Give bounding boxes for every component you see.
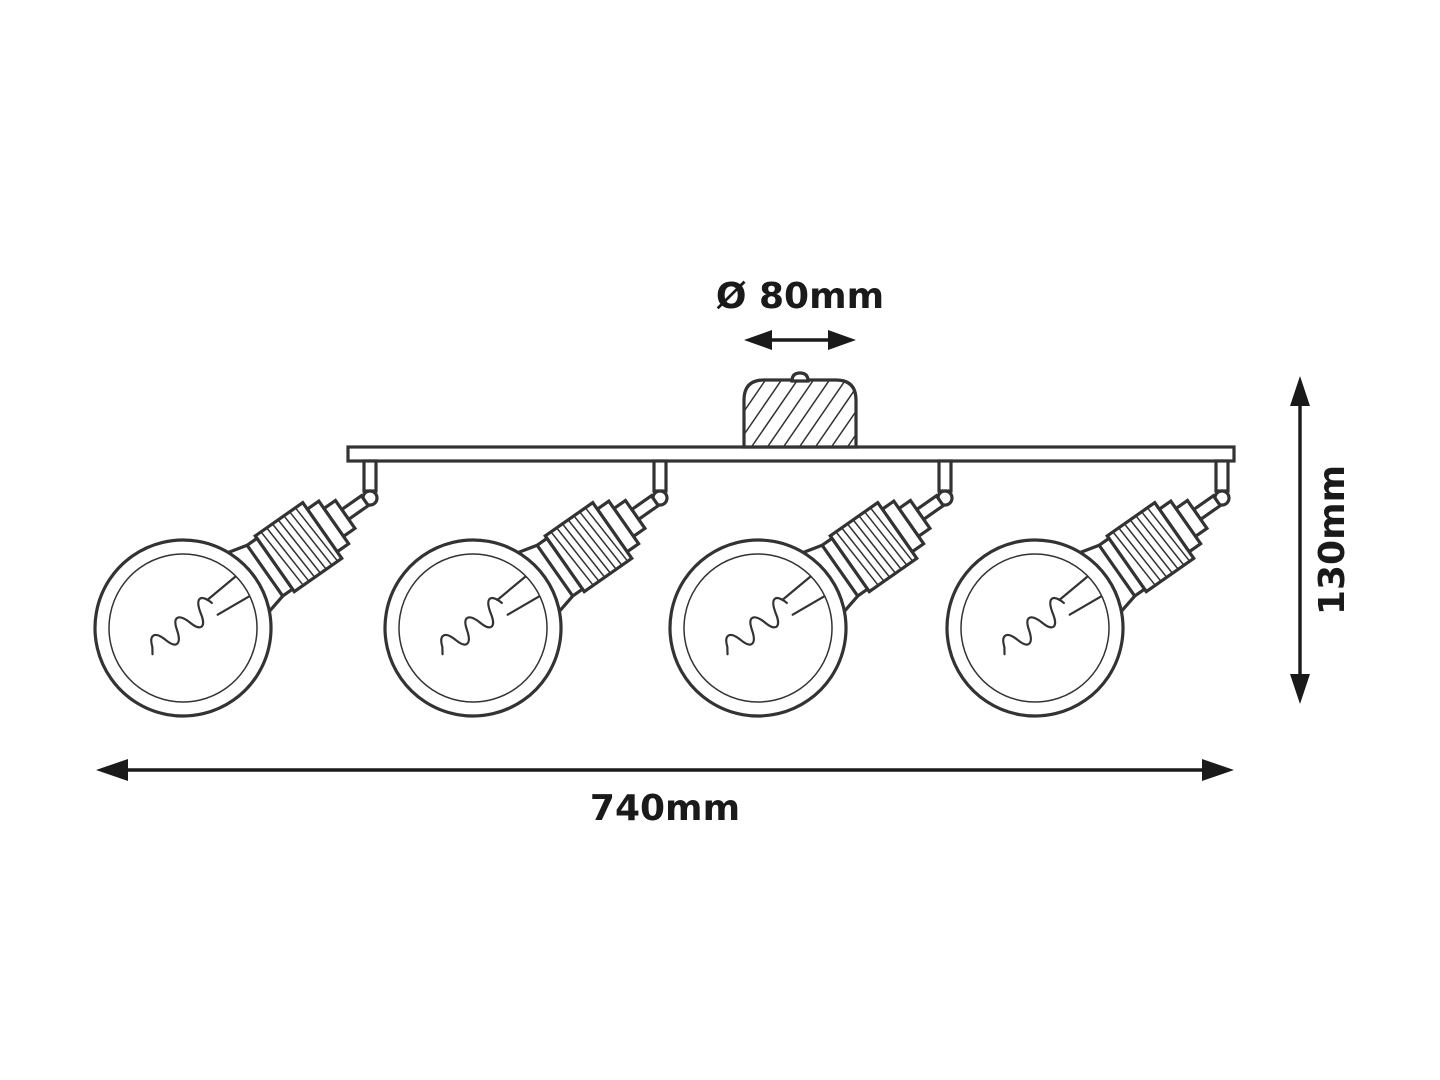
height-label: 130mm [1312, 465, 1353, 615]
bulb-assembly-3 [633, 426, 992, 753]
dimension-width: 740mm [96, 759, 1234, 829]
arrowhead-right-icon [828, 330, 856, 350]
mounting-canopy [742, 371, 858, 449]
canopy-screw-notch [790, 371, 810, 383]
arrowhead-up-icon [1290, 376, 1310, 406]
dimension-diameter: Ø 80mm [716, 276, 884, 350]
bulb-assembly-1 [58, 426, 417, 753]
diameter-label: Ø 80mm [716, 276, 884, 317]
arrowhead-down-icon [1290, 674, 1310, 704]
track-bar [346, 445, 1236, 463]
dimension-height: 130mm [1290, 376, 1353, 704]
width-label: 740mm [590, 788, 740, 829]
bulb-assembly-4 [910, 426, 1269, 753]
arrowhead-left-icon [744, 330, 772, 350]
arrowhead-right-icon [1202, 759, 1234, 781]
arrowhead-left-icon [96, 759, 128, 781]
bulb-assembly-2 [348, 426, 707, 753]
